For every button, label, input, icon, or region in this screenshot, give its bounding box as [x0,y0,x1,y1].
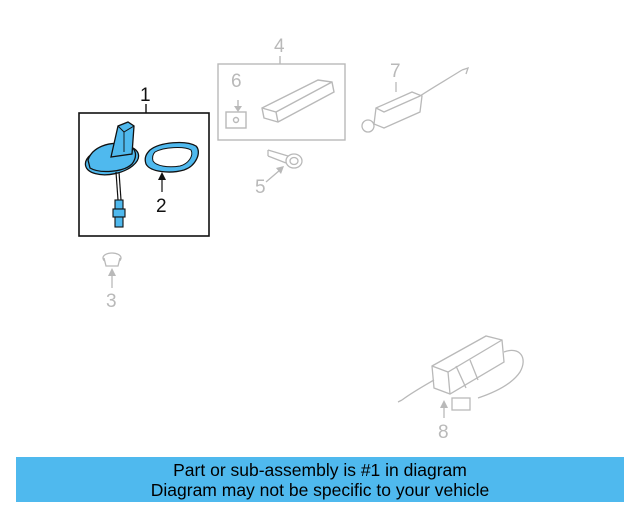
info-banner: Part or sub-assembly is #1 in diagram Di… [16,457,624,502]
part-3-clip[interactable] [102,252,122,288]
part-7-cable[interactable] [361,66,470,133]
callout-3[interactable]: 3 [106,291,117,312]
banner-line-2: Diagram may not be specific to your vehi… [150,480,490,500]
part-4-module[interactable] [217,56,346,141]
callout-2[interactable]: 2 [156,196,167,217]
callout-6[interactable]: 6 [231,71,242,92]
part-5-bolt[interactable] [265,149,303,183]
callout-4[interactable]: 4 [274,36,285,57]
callout-1[interactable]: 1 [140,85,151,106]
callout-5[interactable]: 5 [255,177,266,198]
antenna-assembly[interactable] [83,121,142,228]
gasket-part[interactable] [144,141,199,173]
banner-line-1: Part or sub-assembly is #1 in diagram [173,460,467,480]
part-8-module[interactable] [397,335,524,418]
part-1-group[interactable] [78,104,210,237]
callout-8[interactable]: 8 [438,422,449,443]
callout-7[interactable]: 7 [390,61,401,82]
